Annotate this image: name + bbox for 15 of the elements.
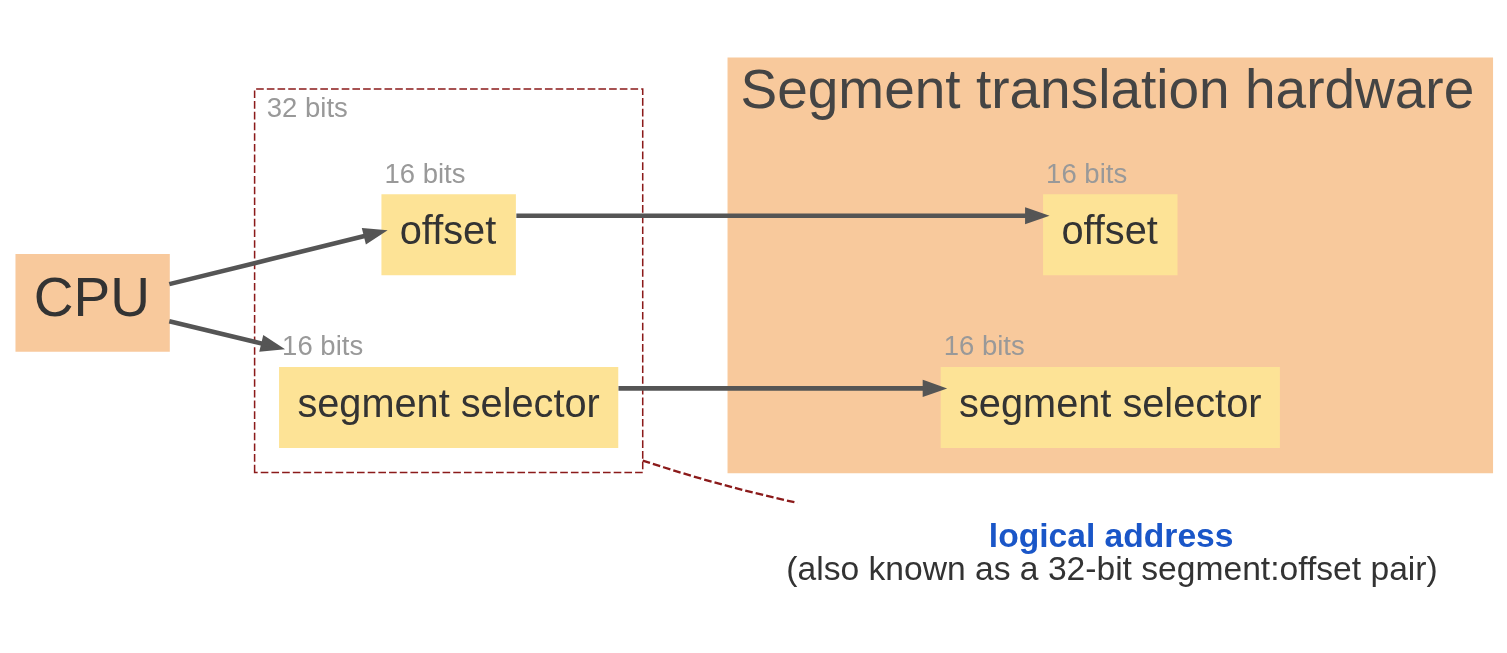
connector — [642, 459, 798, 504]
node-box: offset — [381, 194, 516, 276]
node-box: segment selector — [940, 367, 1280, 448]
node-box: CPU — [15, 253, 170, 352]
node-box: offset — [1043, 194, 1178, 276]
node-box: segment selector — [279, 367, 619, 448]
node-label: 16 bits — [943, 330, 1025, 362]
node-label: 16 bits — [384, 157, 466, 189]
node-label: 16 bits — [1046, 157, 1128, 189]
node-text: logical address (also known as a 32-bit segment:offset pair) — [786, 516, 1438, 588]
node-label: 16 bits — [282, 330, 364, 362]
arrow — [618, 379, 948, 397]
arrow — [516, 207, 1050, 225]
arrow — [168, 318, 286, 352]
arrow — [168, 227, 388, 287]
